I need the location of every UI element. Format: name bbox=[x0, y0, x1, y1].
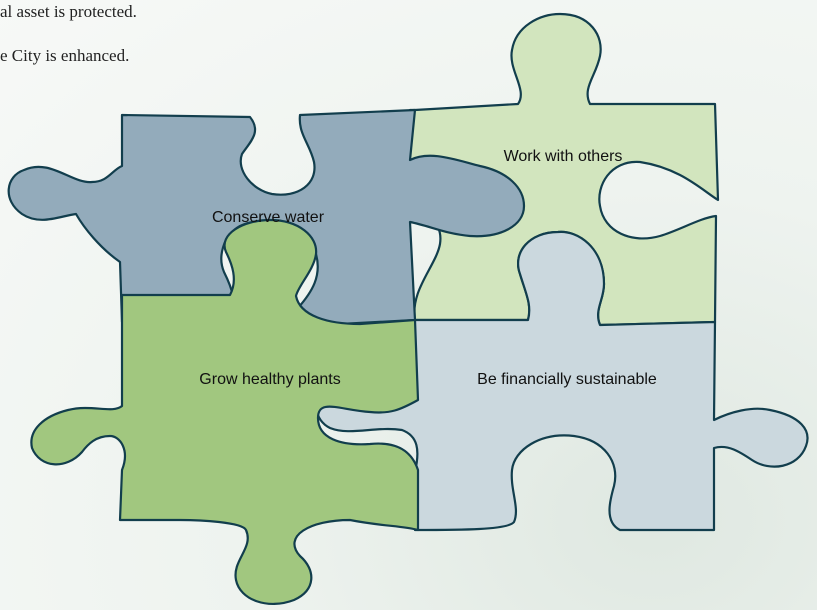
text-line-2: e City is enhanced. bbox=[0, 46, 130, 65]
piece-label-grow-healthy-plants: Grow healthy plants bbox=[199, 371, 340, 388]
text-line-1: al asset is protected. bbox=[0, 2, 137, 21]
puzzle-piece-be-financially-sustainable bbox=[315, 230, 809, 532]
piece-label-be-financially-sustainable: Be financially sustainable bbox=[477, 371, 657, 388]
puzzle-piece-grow-healthy-plants bbox=[30, 218, 420, 605]
piece-label-work-with-others: Work with others bbox=[504, 148, 623, 165]
piece-label-conserve-water: Conserve water bbox=[212, 209, 325, 226]
